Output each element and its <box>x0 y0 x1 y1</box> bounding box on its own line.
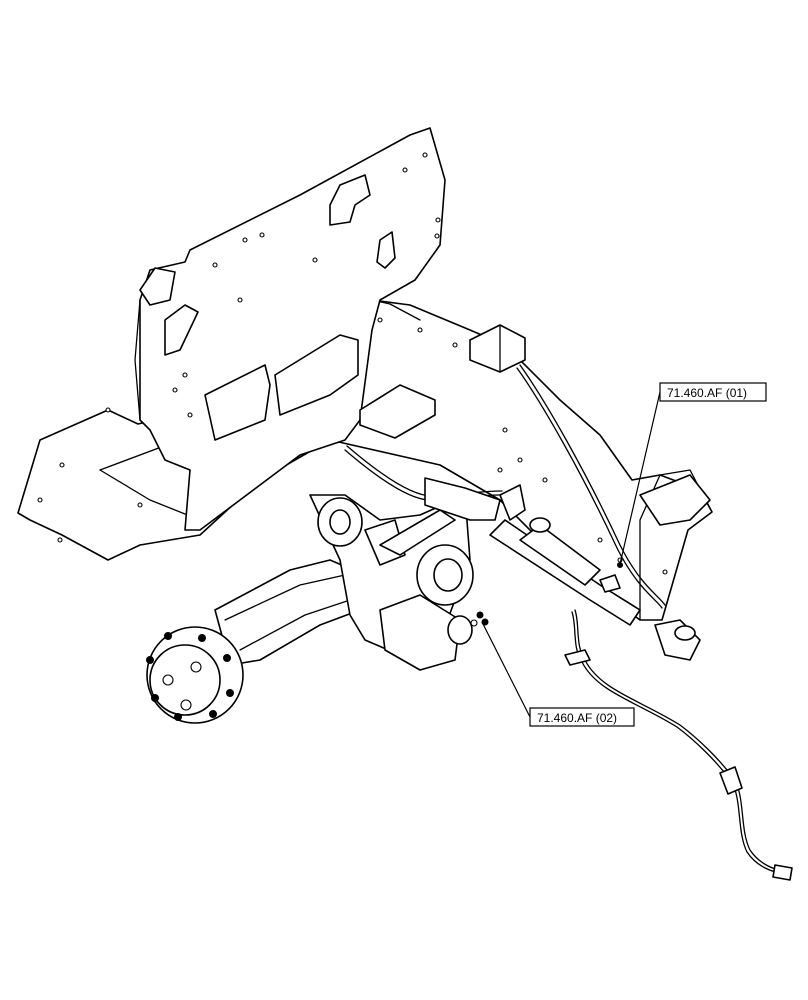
sensor-harness <box>564 609 793 881</box>
callout-71-460-af-01[interactable]: 71.460.AF (01) <box>619 382 767 565</box>
axle-assembly <box>146 445 503 724</box>
steering-cylinder <box>489 484 701 661</box>
hydraulic-line <box>516 364 666 609</box>
callout-label-02: 71.460.AF (02) <box>537 711 617 725</box>
callout-71-460-af-02[interactable]: 71.460.AF (02) <box>481 621 635 727</box>
callout-label-01: 71.460.AF (01) <box>667 386 747 400</box>
upright-panel <box>134 127 446 531</box>
frame-bracket <box>469 324 526 373</box>
